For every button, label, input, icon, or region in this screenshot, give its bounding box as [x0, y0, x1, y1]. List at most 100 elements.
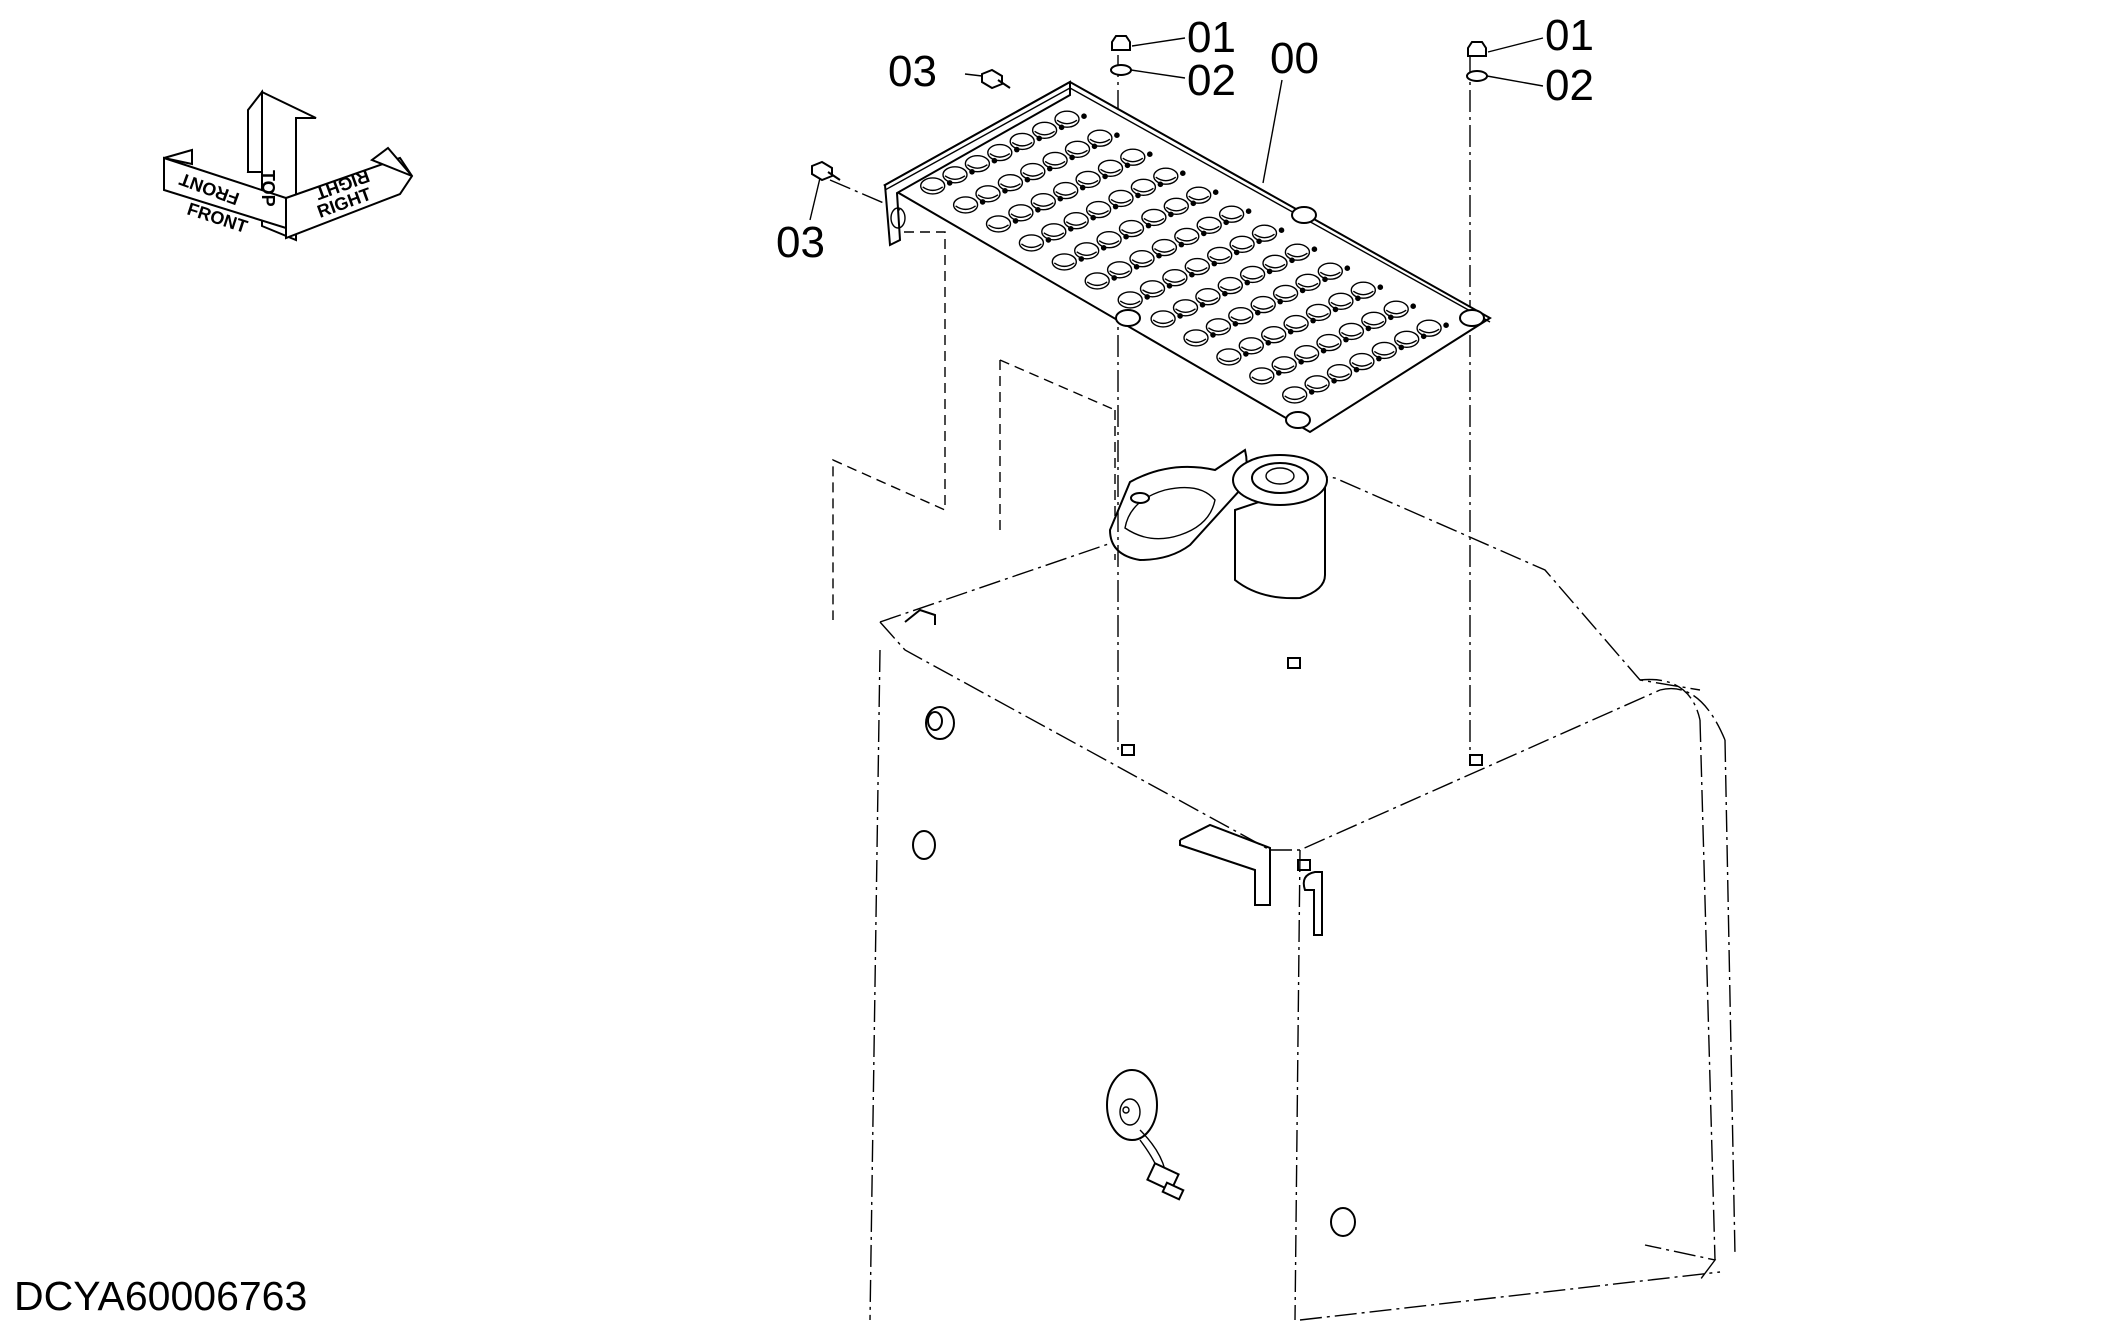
perforation-hole [1216, 348, 1242, 366]
perforation-rim [1122, 157, 1144, 163]
drain-hole [1222, 290, 1228, 297]
perforation-rim [1373, 350, 1395, 356]
perforation-rim [1155, 176, 1177, 182]
drain-hole [1278, 227, 1285, 233]
drain-hole [946, 180, 953, 186]
drain-hole [1353, 366, 1360, 373]
perforation-hole [1238, 337, 1265, 355]
drain-hole [1212, 189, 1219, 195]
drain-hole [1376, 355, 1382, 362]
perforation-hole [1304, 375, 1330, 393]
callout-bolt-upper: 03 [888, 47, 937, 96]
perforation-rim [1143, 217, 1165, 223]
nut-icon [1111, 35, 1487, 57]
drain-hole [1420, 333, 1427, 340]
perforation-hole [1084, 272, 1110, 290]
perforation-rim [1053, 262, 1075, 268]
perforation-hole [1293, 345, 1320, 363]
perforation-hole [1141, 208, 1167, 227]
drain-hole [1156, 252, 1162, 259]
step-plate [882, 80, 1492, 434]
drain-hole [1079, 184, 1086, 191]
stud-icon [1121, 657, 1483, 871]
washer-icon [1110, 64, 1488, 82]
perforation-rim [922, 186, 944, 192]
perforation-hole [1075, 170, 1101, 189]
drain-hole [1047, 165, 1053, 172]
perforation-hole [1052, 181, 1079, 200]
perforation-rim [1330, 301, 1352, 307]
perforation-rim [1086, 281, 1108, 287]
drain-hole [1045, 237, 1052, 243]
perforation-hole [1042, 151, 1068, 170]
perforation-hole [1283, 314, 1309, 333]
hydraulic-tank [869, 469, 1736, 1321]
orientation-indicator-icon: FRONT FRONT TOP RIGHT RIGHT [163, 89, 414, 242]
drain-hole [1311, 246, 1318, 252]
perforation-hole [1097, 159, 1124, 178]
drain-hole [1211, 260, 1218, 267]
perforation-rim [1209, 255, 1231, 261]
perforation-hole [1206, 246, 1233, 265]
drain-hole [1266, 268, 1273, 275]
perforation-hole [1106, 261, 1133, 279]
perforation-rim [1363, 320, 1385, 326]
drain-hole [1298, 359, 1304, 365]
drain-hole [1245, 208, 1252, 214]
perforation-rim [1251, 376, 1273, 382]
drain-hole [1102, 173, 1108, 180]
perforation-hole [964, 154, 991, 173]
drain-hole [991, 157, 998, 164]
drain-hole [1002, 188, 1008, 194]
perforation-hole [1139, 280, 1166, 298]
perforation-rim [1056, 119, 1078, 125]
drain-hole [1123, 233, 1129, 240]
perforation-rim [1318, 343, 1340, 348]
perforation-rim [1264, 263, 1286, 269]
perforation-rim [1308, 312, 1329, 318]
perforation-rim [1142, 289, 1163, 294]
perforation-hole [1217, 276, 1244, 295]
drain-hole [1068, 226, 1074, 232]
perforation-rim [1418, 328, 1440, 334]
perforation-rim [1284, 395, 1306, 401]
perforation-rim [1089, 138, 1111, 144]
perforation-rim [1306, 384, 1328, 389]
drain-hole [1443, 322, 1449, 329]
perforation-rim [1121, 229, 1142, 234]
perforation-hole [1250, 295, 1276, 314]
drain-hole [1135, 192, 1141, 199]
drain-hole [1255, 309, 1261, 316]
perforation-rim [1076, 251, 1098, 256]
bolt-icon [811, 68, 1011, 182]
perforation-rim [1275, 293, 1297, 299]
perforation-hole [1085, 200, 1112, 219]
perforation-rim [1297, 282, 1319, 288]
breather-filter [1108, 448, 1328, 600]
drain-hole [1177, 313, 1183, 319]
perforation-rim [1286, 252, 1308, 258]
callout-nut-center: 01 [1187, 13, 1236, 62]
drain-hole [1343, 336, 1349, 343]
perforation-hole [1249, 367, 1275, 385]
drain-hole [1111, 275, 1117, 281]
perforation-rim [988, 224, 1009, 230]
perforation-rim [944, 175, 966, 180]
phantom-bracket-outline [832, 231, 1116, 620]
perforation-rim [1186, 267, 1208, 272]
perforation-rim [1242, 274, 1264, 280]
perforation-hole [1174, 227, 1200, 246]
perforation-rim [1043, 232, 1065, 237]
perforation-hole [1262, 254, 1288, 272]
perforation-hole [1205, 318, 1232, 336]
perforation-rim [1109, 270, 1131, 275]
drain-hole [1377, 284, 1384, 291]
perforation-hole [1361, 311, 1387, 329]
drain-hole [1287, 328, 1294, 335]
drain-hole [1081, 113, 1087, 119]
drain-hole [1168, 211, 1174, 218]
perforation-hole [1030, 192, 1057, 211]
perforation-hole [1051, 253, 1078, 271]
drain-hole [1024, 176, 1031, 183]
